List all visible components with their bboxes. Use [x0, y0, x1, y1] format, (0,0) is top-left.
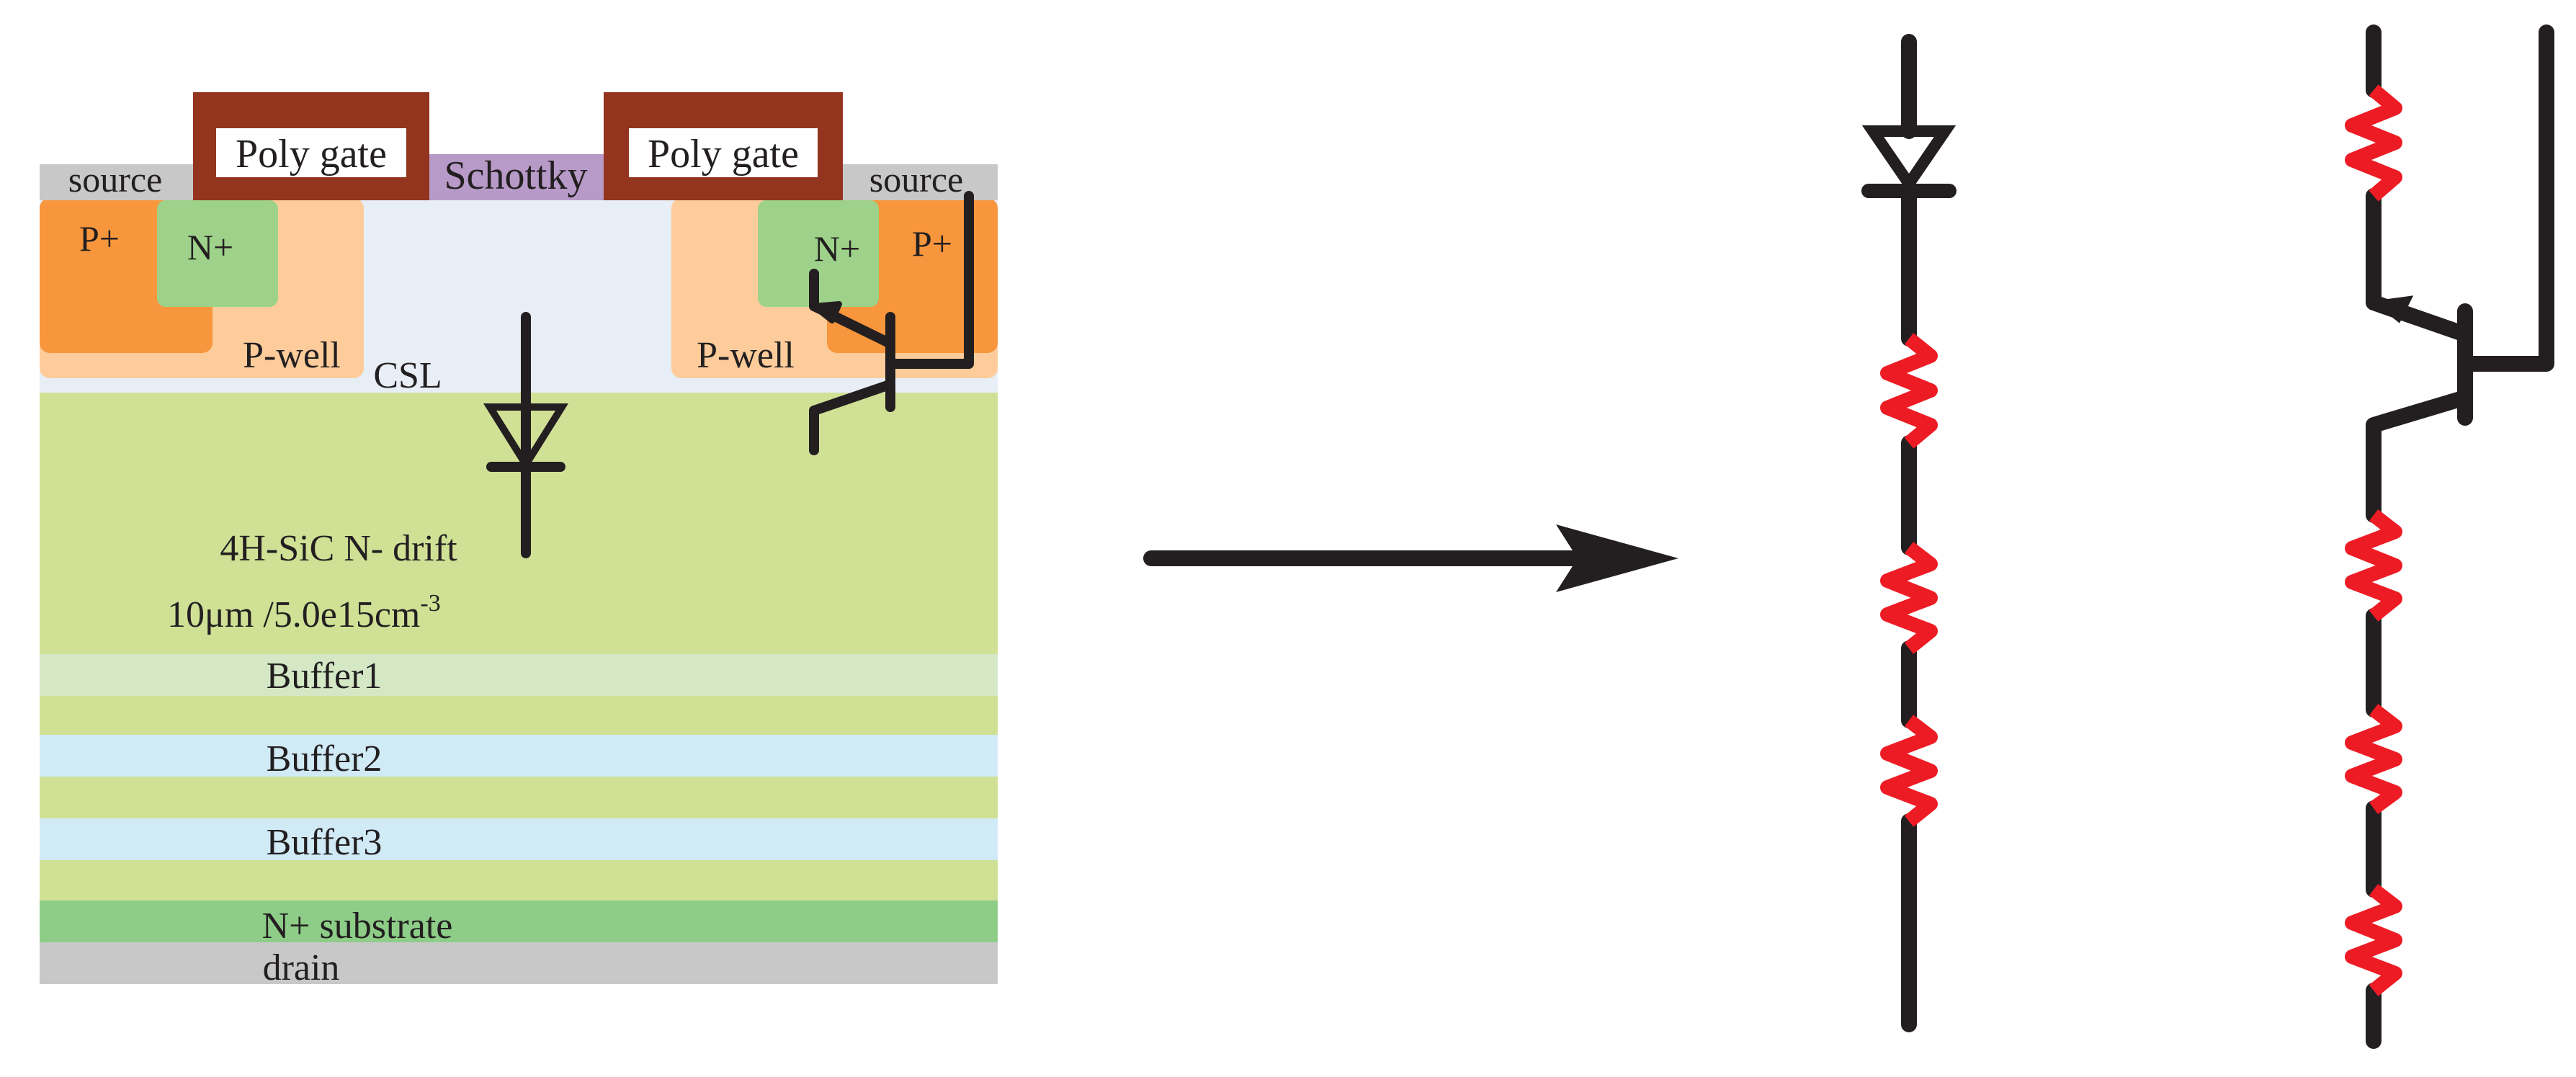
buffer3-label: Buffer3 [267, 822, 383, 863]
p-plus-left-label: P+ [79, 218, 120, 259]
buffer2-label: Buffer2 [267, 738, 383, 779]
diode-icon [1861, 125, 1956, 198]
diode-icon [483, 312, 569, 558]
device-cross-section: Poly gate Poly gate Schottky source sour… [40, 92, 998, 988]
resistor-icon [1880, 333, 1938, 449]
source-left-label: source [68, 159, 163, 200]
poly-gate-left-label: Poly gate [236, 132, 387, 176]
resistor-icon [2345, 704, 2402, 815]
drain-label: drain [263, 947, 340, 988]
schottky-contact [425, 154, 605, 200]
csl-label: CSL [373, 355, 442, 396]
schottky-label: Schottky [444, 153, 587, 198]
n-plus-right-label: N+ [814, 228, 860, 269]
drift-band-1 [40, 696, 998, 735]
resistor-icon [2345, 84, 2402, 202]
npn-transistor-icon [809, 191, 974, 455]
buffer2-layer [40, 735, 998, 777]
resistor-icon [2345, 509, 2402, 622]
resistor-icon [1880, 715, 1938, 827]
wire-segments [2366, 24, 2554, 1049]
buffer3-layer [40, 818, 998, 860]
equivalent-circuit-bjt-branch [2345, 24, 2554, 1049]
n-plus-right [758, 200, 879, 307]
buffer1-label: Buffer1 [267, 656, 383, 697]
p-well-right-label: P-well [697, 335, 795, 376]
equivalent-circuit-diode-branch [1861, 34, 1956, 1032]
n-plus-substrate-layer [40, 901, 998, 942]
npn-transistor-icon [2371, 295, 2414, 323]
poly-gate-left-label-box [216, 128, 406, 177]
n-plus-left-label: N+ [187, 227, 233, 267]
buffer1-layer [40, 654, 998, 696]
n-plus-left [157, 200, 278, 307]
source-metal-left [40, 164, 194, 200]
drift-band-3 [40, 860, 998, 901]
arrow-right-icon [1143, 524, 1678, 592]
resistor-icon [1880, 542, 1938, 654]
poly-gate-right-label-box [629, 128, 818, 177]
drift-band-2 [40, 777, 998, 818]
source-right-label: source [869, 159, 964, 200]
p-plus-right-label: P+ [912, 223, 952, 264]
drift-spec-main: 10μm /5.0e15cm [167, 594, 420, 635]
drift-spec-exponent: -3 [420, 590, 440, 617]
p-well-left-label: P-well [243, 335, 341, 376]
drift-region [40, 389, 998, 656]
drift-label: 4H-SiC N- drift [220, 528, 457, 569]
drain-metal [40, 942, 998, 984]
substrate-label: N+ substrate [262, 906, 453, 947]
drift-spec-label: 10μm /5.0e15cm-3 [167, 590, 441, 635]
resistor-icon [2345, 884, 2402, 996]
poly-gate-right-label: Poly gate [648, 132, 799, 176]
